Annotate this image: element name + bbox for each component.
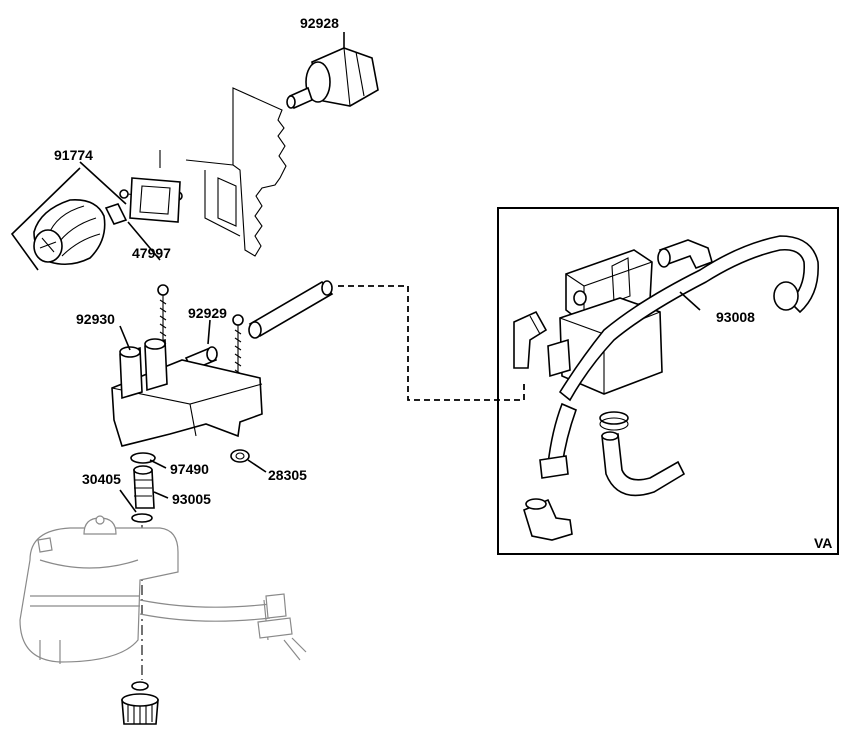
nut-28305	[230, 449, 250, 463]
solenoid-valve-93008	[513, 235, 819, 541]
bottom-knurled-nut	[121, 693, 159, 725]
knob-91774	[33, 150, 183, 266]
label-92930: 92930	[76, 311, 115, 327]
label-92928: 92928	[300, 15, 339, 31]
label-97490: 97490	[170, 461, 209, 477]
label-47997: 47997	[132, 245, 171, 261]
fitting-93005	[131, 465, 155, 523]
label-30405: 30405	[82, 471, 121, 487]
label-92929: 92929	[188, 305, 227, 321]
o-ring-97490	[130, 452, 156, 464]
label-93008: 93008	[716, 309, 755, 325]
label-28305: 28305	[268, 467, 307, 483]
inset-link-dashed	[338, 285, 525, 401]
boiler-assembly	[19, 515, 307, 664]
label-93005: 93005	[172, 491, 211, 507]
leader-lines	[10, 32, 701, 513]
inset-label-va: VA	[814, 535, 832, 551]
switch-92928	[185, 47, 379, 257]
label-91774: 91774	[54, 147, 93, 163]
inset-box-va	[497, 207, 839, 555]
bottom-o-ring	[131, 681, 149, 691]
valve-body-92930	[111, 284, 263, 447]
silicone-tube	[248, 280, 334, 339]
